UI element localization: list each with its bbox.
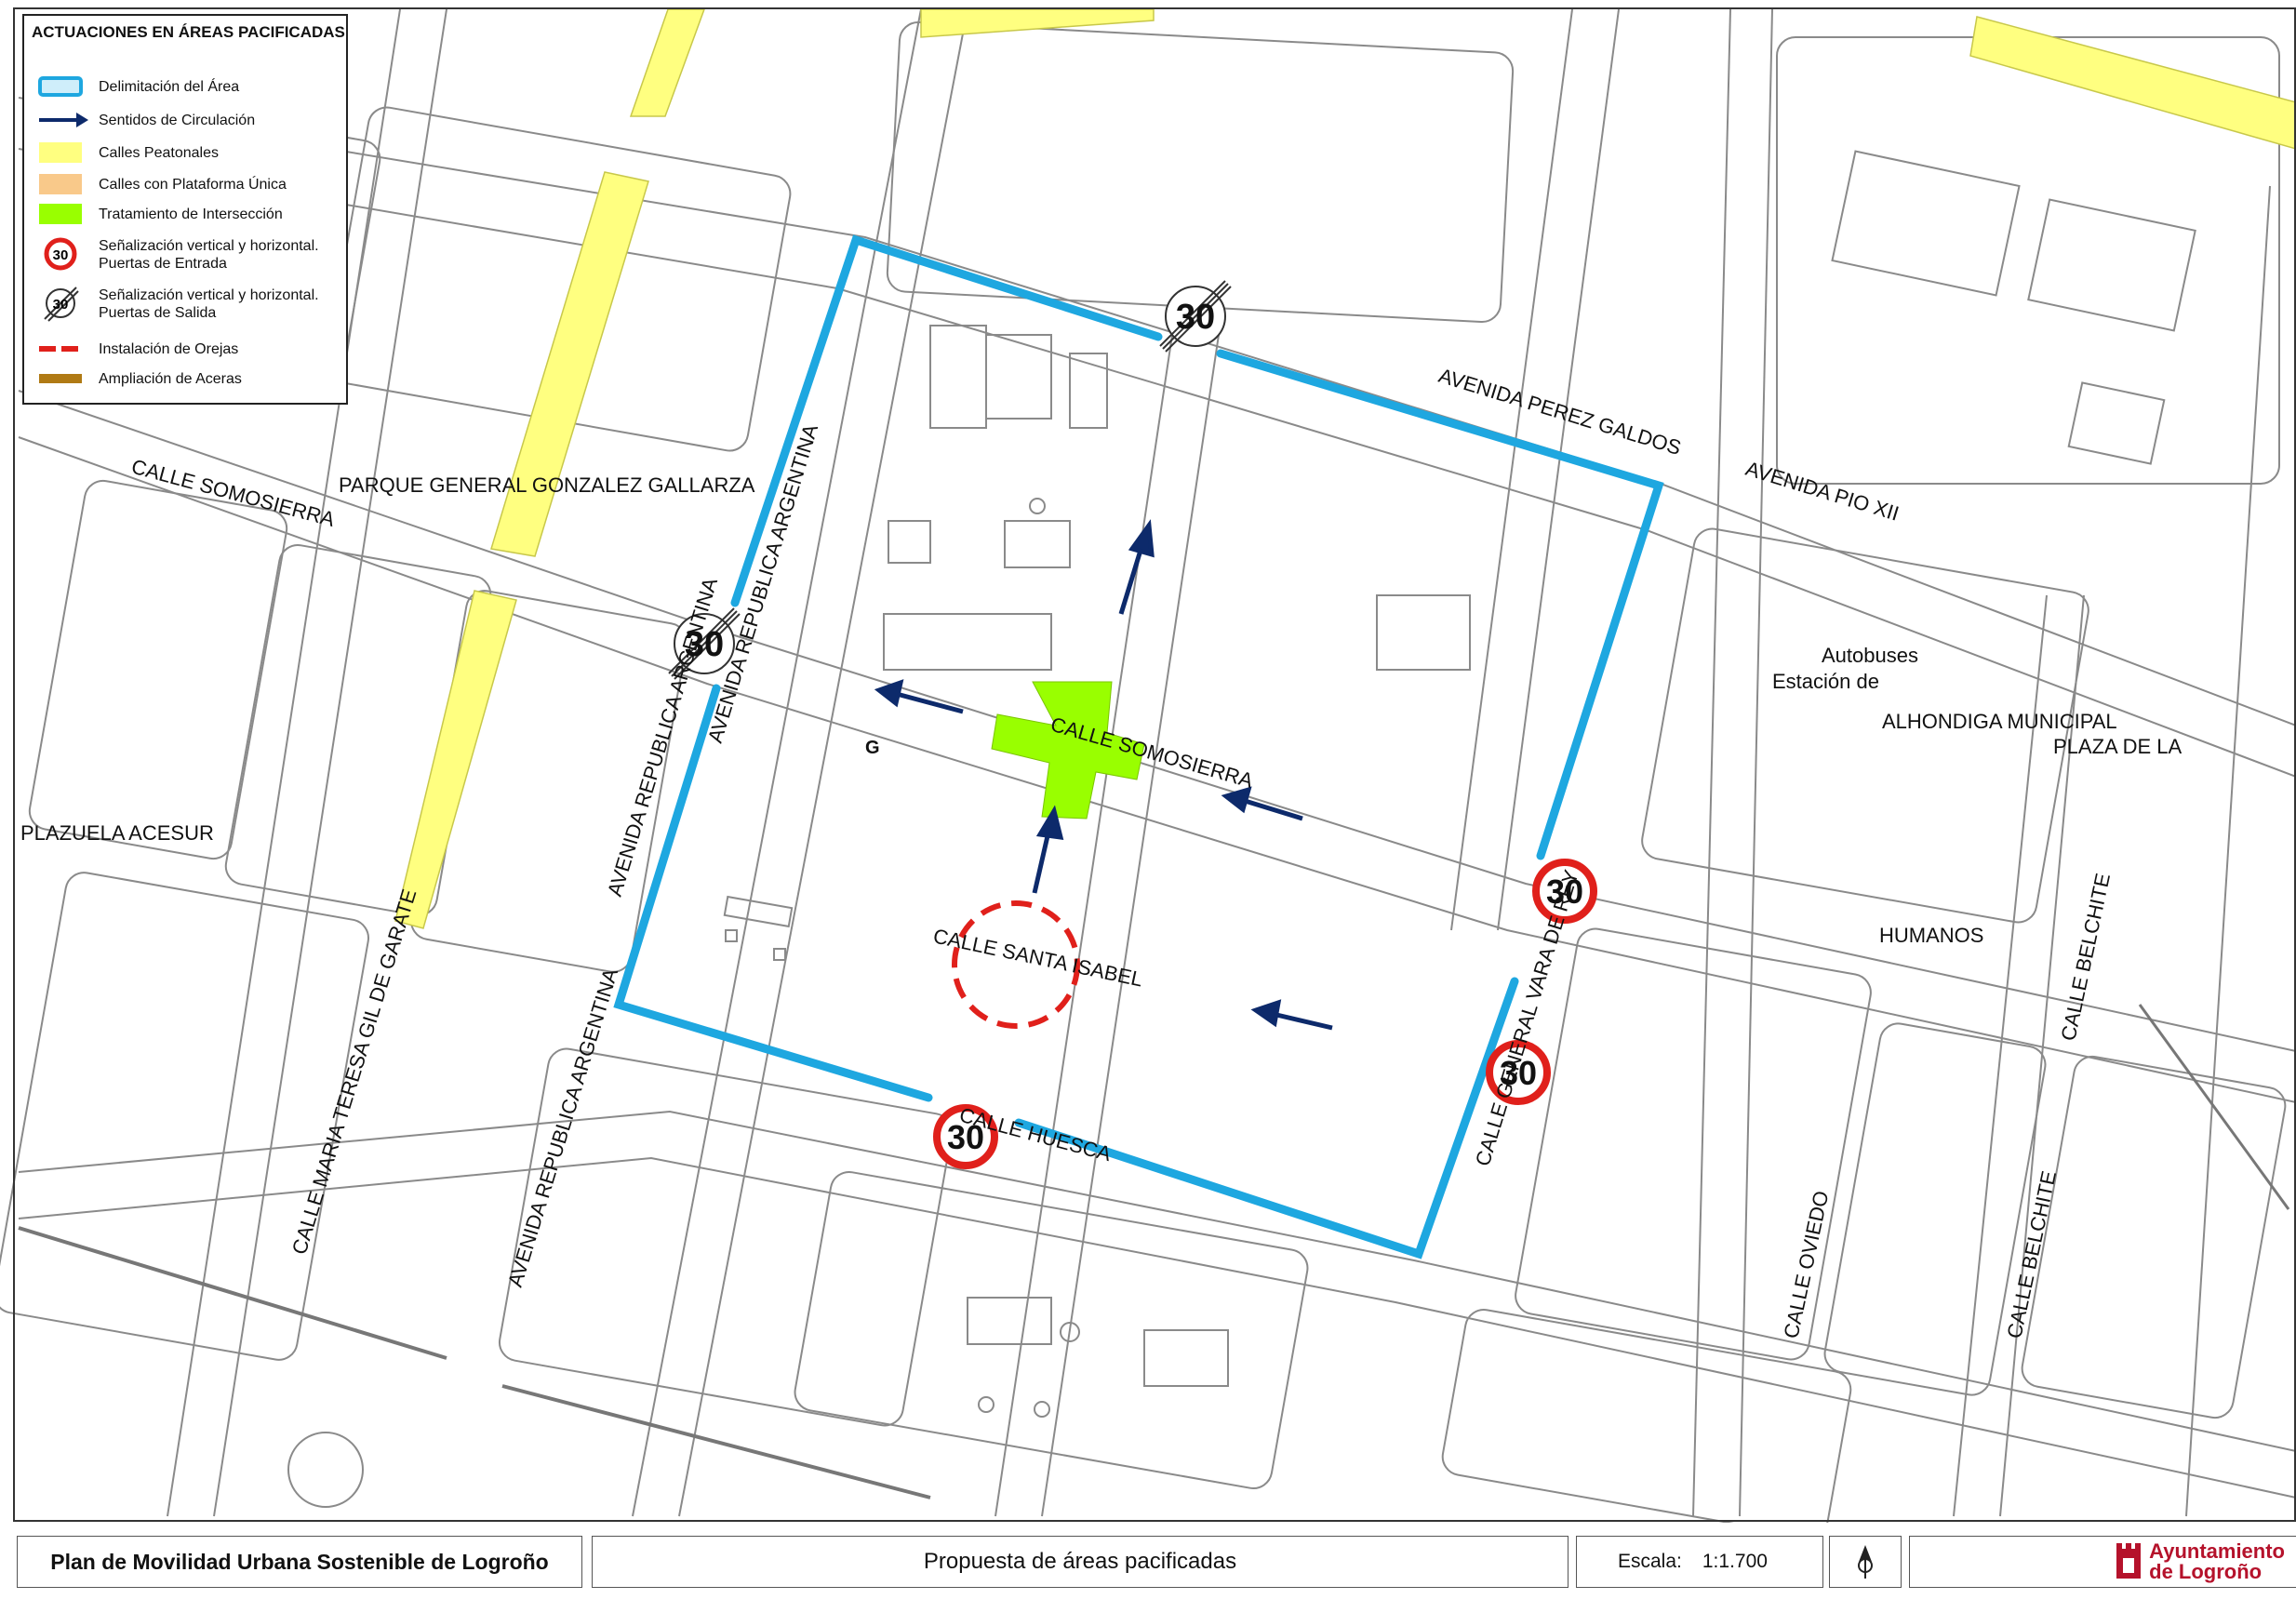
platform-swatch <box>39 174 82 194</box>
svg-text:30: 30 <box>685 625 724 664</box>
direction-arrow-icon <box>1118 519 1155 615</box>
street-label-calle-general-vara-de-rey: CALLE GENERAL VARA DE REY <box>1471 867 1583 1168</box>
end-speed-limit-30-icon: 30 <box>1159 280 1232 353</box>
street-labels: AVENIDA PEREZ GALDOS AVENIDA PIO XII CAL… <box>20 364 2183 1340</box>
logo-line-2: de Logroño <box>2149 1560 2263 1583</box>
block-label-g: G <box>865 738 880 758</box>
scale-label: Escala: <box>1618 1551 1682 1572</box>
intersection-swatch <box>39 204 82 224</box>
svg-text:30: 30 <box>53 297 69 313</box>
street-label-calle-oviedo: CALLE OVIEDO <box>1779 1189 1833 1340</box>
logo-box: Ayuntamiento de Logroño <box>1909 1536 2296 1588</box>
direction-arrow-icon <box>1032 805 1064 894</box>
direction-arrow-icon <box>874 679 964 714</box>
place-label-plaza-de-la: PLAZA DE LA <box>2053 735 2183 758</box>
end-speed-limit-30-icon: 30 <box>44 286 79 322</box>
street-label-avenida-pio-xii: AVENIDA PIO XII <box>1743 457 1902 526</box>
end-speed-limit-30-icon: 30 <box>668 607 741 680</box>
speed-signs: 30 30 30 30 30 <box>668 280 1597 1169</box>
street-label-calle-somosierra: CALLE SOMOSIERRA <box>129 455 338 531</box>
speed-limit-30-icon: 30 <box>933 1104 998 1169</box>
title-block: Plan de Movilidad Urbana Sostenible de L… <box>0 1523 2296 1599</box>
pedestrian-swatch <box>39 142 82 163</box>
street-label-avenida-republica-argentina: AVENIDA REPUBLICA ARGENTINA <box>503 966 622 1290</box>
scale-box: Escala: 1:1.700 <box>1576 1536 1823 1588</box>
proposal-title: Propuesta de áreas pacificadas <box>592 1536 1568 1588</box>
pacified-area-outline <box>613 234 1664 1259</box>
street-label-calle-maria-teresa-gil-de-garate: CALLE MARIA TERESA GIL DE GARATE <box>287 886 421 1258</box>
speed-limit-30-icon: 30 <box>1486 1040 1551 1105</box>
street-label-calle-belchite: CALLE BELCHITE <box>2056 871 2115 1043</box>
plan-title: Plan de Movilidad Urbana Sostenible de L… <box>17 1536 582 1588</box>
intersection-treatment <box>991 681 1145 819</box>
map-legend: ACTUACIONES EN ÁREAS PACIFICADAS Delimit… <box>22 14 348 405</box>
north-arrow-icon <box>1858 1545 1873 1579</box>
svg-text:30: 30 <box>1500 1054 1537 1092</box>
svg-text:30: 30 <box>53 247 69 263</box>
area-outline-swatch <box>38 76 83 97</box>
pedestrian-streets <box>394 8 2296 929</box>
place-label-alhondiga: ALHONDIGA MUNICIPAL <box>1882 710 2117 733</box>
direction-arrow-icon <box>1250 999 1333 1031</box>
traffic-arrows <box>874 519 1333 1031</box>
park-label: PARQUE GENERAL GONZALEZ GALLARZA <box>339 473 755 497</box>
dashed-red-line-swatch <box>39 346 82 352</box>
direction-arrow-icon <box>39 113 88 127</box>
scale-value: 1:1.700 <box>1702 1551 1768 1572</box>
svg-text:30: 30 <box>947 1118 984 1156</box>
speed-limit-30-icon: 30 <box>1532 859 1597 924</box>
place-label-estacion: Estación de <box>1772 670 1879 693</box>
speed-limit-30-icon: 30 <box>44 237 77 271</box>
place-label-humanos: HUMANOS <box>1879 924 1983 947</box>
curb-extension-orejas <box>952 900 1080 1029</box>
direction-arrow-icon <box>1221 786 1303 821</box>
city-crest-icon <box>2116 1543 2142 1579</box>
street-label-avenida-perez-galdos: AVENIDA PEREZ GALDOS <box>1436 364 1684 460</box>
street-label-calle-santa-isabel: CALLE SANTA ISABEL <box>931 924 1145 991</box>
sidewalk-swatch <box>39 374 82 383</box>
legend-title: ACTUACIONES EN ÁREAS PACIFICADAS <box>32 23 345 41</box>
place-label-autobuses: Autobuses <box>1822 644 1918 667</box>
logo-line-1: Ayuntamiento <box>2149 1539 2285 1563</box>
place-label-plazuela-acesur: PLAZUELA ACESUR <box>20 821 214 845</box>
svg-text:30: 30 <box>1546 873 1583 911</box>
logo-text: Ayuntamiento de Logroño <box>2149 1541 2285 1582</box>
svg-text:30: 30 <box>1176 298 1215 337</box>
north-arrow-box <box>1829 1536 1902 1588</box>
